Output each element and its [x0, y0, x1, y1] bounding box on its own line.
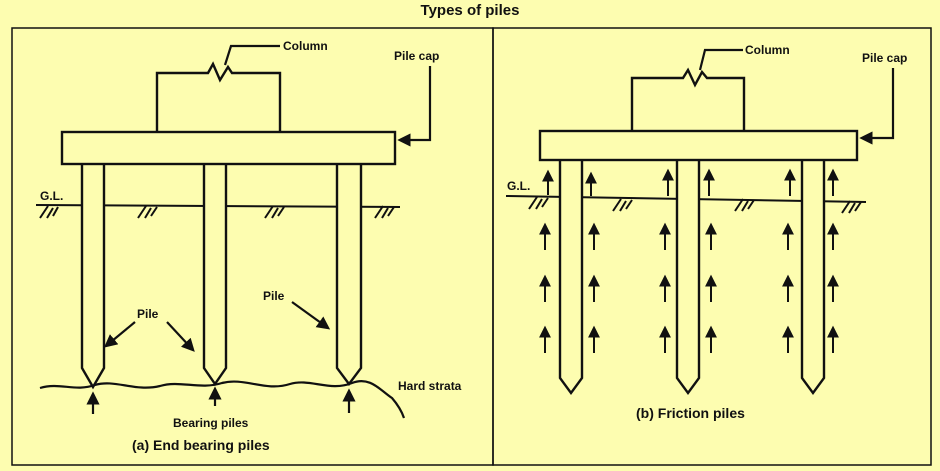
column-leader-b — [698, 48, 743, 71]
pile-a-2 — [202, 164, 228, 387]
panel-b: Column Pile cap G.L. (b) Friction piles — [505, 43, 907, 421]
pile-leader-a3 — [291, 301, 331, 330]
pile-a-1 — [80, 164, 106, 390]
pile-b-2 — [675, 160, 701, 396]
hard-strata-label: Hard strata — [398, 379, 462, 393]
friction-arrows — [539, 168, 839, 353]
pile-cap-a — [60, 130, 397, 166]
ground-hatch-b — [528, 196, 862, 214]
pile-cap-label-a: Pile cap — [394, 49, 439, 63]
column-a — [155, 61, 282, 132]
caption-b: (b) Friction piles — [636, 405, 745, 421]
column-leader-a — [223, 44, 280, 66]
pile-b-3 — [800, 160, 826, 396]
column-b — [630, 67, 746, 131]
ground-hatch-a — [39, 205, 395, 219]
column-label-b: Column — [745, 43, 790, 57]
panel-a: Column Pile cap G.L. Pile Pile Hard stra… — [35, 39, 462, 453]
pile-leader-a2 — [166, 321, 195, 352]
panel-b-frame — [492, 27, 932, 466]
pile-a-3 — [335, 164, 363, 386]
column-label-a: Column — [283, 39, 328, 53]
pile-leader-a1 — [103, 321, 136, 348]
hard-strata-line — [39, 380, 406, 419]
pile-b-1 — [558, 160, 584, 396]
bearing-piles-label: Bearing piles — [173, 416, 249, 430]
pile-cap-b — [538, 129, 859, 162]
pile-label-a2: Pile — [263, 289, 285, 303]
pile-cap-label-b: Pile cap — [862, 51, 907, 65]
pile-cap-leader-b — [859, 68, 895, 145]
pile-cap-leader-a — [397, 66, 432, 147]
gl-label-b: G.L. — [507, 179, 530, 193]
gl-label-a: G.L. — [40, 189, 63, 203]
figure-title: Types of piles — [420, 2, 520, 19]
pile-label-a1: Pile — [137, 307, 159, 321]
caption-a: (a) End bearing piles — [132, 437, 270, 453]
